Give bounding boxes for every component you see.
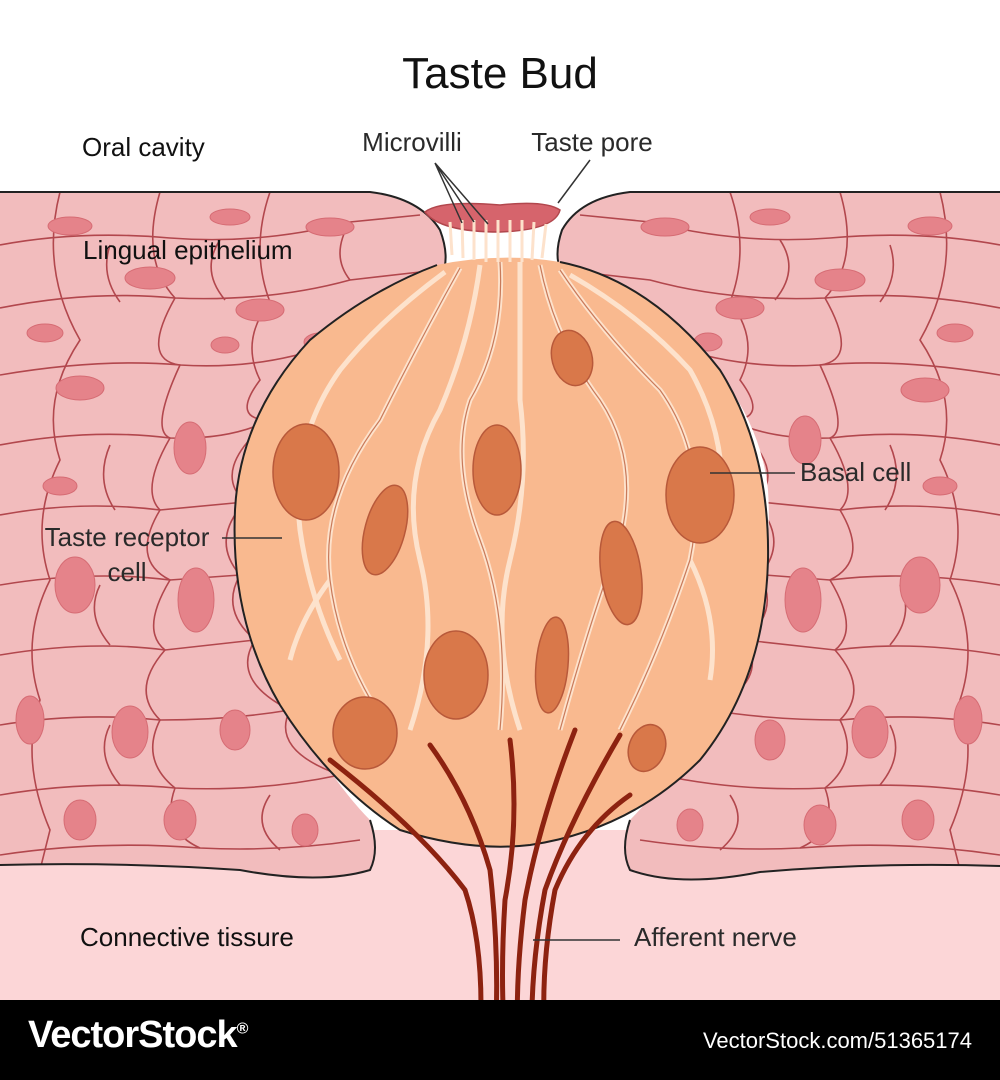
label-microvilli: Microvilli <box>362 127 462 157</box>
label-taste-receptor-line2: cell <box>107 557 146 587</box>
taste-pore <box>423 202 561 233</box>
microvilli <box>448 219 548 262</box>
taste-bud-nuclei <box>272 329 667 773</box>
region-label-connective-tissue: Connective tissure <box>80 922 294 952</box>
taste-pore-leader <box>557 159 591 204</box>
brand-text: VectorStock <box>28 1014 238 1056</box>
label-afferent-nerve: Afferent nerve <box>634 922 797 952</box>
stock-id: VectorStock.com/51365174 <box>702 1028 972 1053</box>
microvilli-leader <box>434 162 489 225</box>
epithelial-nuclei <box>15 208 983 847</box>
oral-cavity-area <box>0 40 1000 192</box>
brand-mark: ® <box>236 1020 249 1038</box>
label-taste-receptor-line1: Taste receptor <box>45 522 210 552</box>
epithelial-cell-borders <box>0 192 1000 871</box>
footer-bar: VectorStock® VectorStock.com/51365174 <box>0 1000 1000 1080</box>
region-label-oral-cavity: Oral cavity <box>82 132 205 162</box>
leader-lines <box>222 159 795 941</box>
vectorstock-logo: VectorStock® <box>28 1014 249 1057</box>
afferent-nerve <box>327 727 633 1043</box>
basal-cell-nucleus <box>665 446 735 544</box>
diagram-title: Taste Bud <box>402 49 598 98</box>
region-label-lingual-epithelium: Lingual epithelium <box>83 235 293 265</box>
label-basal-cell: Basal cell <box>800 457 911 487</box>
label-taste-pore: Taste pore <box>531 127 652 157</box>
